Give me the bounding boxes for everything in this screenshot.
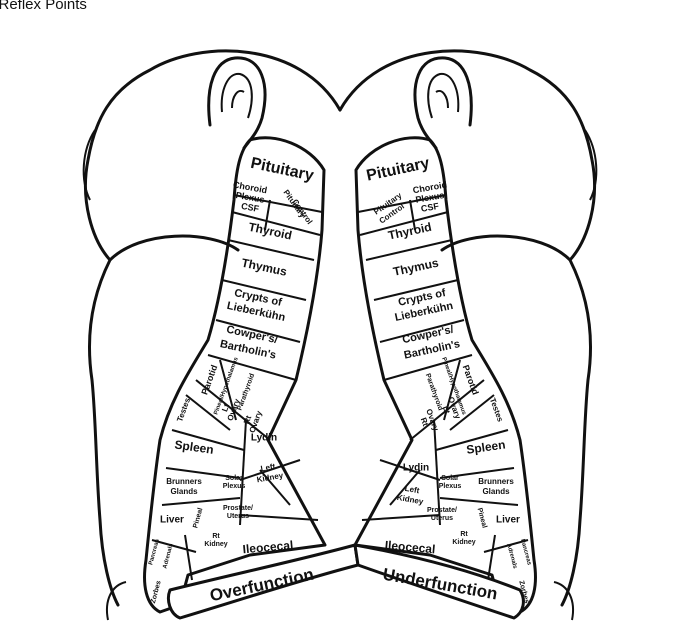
left-zorbes-label: Zorbes [150, 580, 163, 604]
right-rt-kidney-label-1: Rt [460, 531, 468, 538]
right-parotid-label: Parotid [461, 364, 481, 397]
right-testes-label: Testes [488, 397, 505, 424]
right-brunners-label-1: Brunners [478, 477, 514, 486]
left-choroid-plexus-label-3: CSF [240, 201, 260, 214]
left-pancreas-label: Pancreas [148, 538, 161, 566]
left-pituitary-control-label-2: Control [290, 198, 314, 226]
left-prostate-label-1: Prostate/ [223, 505, 253, 512]
overfunction-band: Overfunction [168, 545, 358, 618]
right-liver-label: Liver [496, 515, 520, 526]
left-parotid-label: Parotid [199, 364, 219, 397]
right-ear [415, 58, 471, 148]
right-choroid-plexus-label-3: CSF [420, 201, 440, 214]
left-prostate-label-2: Uterus [227, 513, 249, 520]
left-ear [209, 58, 265, 148]
head-outline [84, 51, 597, 620]
left-brunners-label-2: Glands [170, 487, 198, 496]
right-rt-kidney-label-2: Kidney [452, 539, 475, 546]
left-parathyroid-label: Parathyroid [236, 373, 256, 412]
left-lydin-label: Lydin [251, 433, 277, 444]
left-solar-plexus-label-1: Solar [225, 475, 243, 482]
right-parathyroid-label: Parathyroid [424, 373, 444, 412]
right-prostate-label-1: Prostate/ [427, 507, 457, 514]
left-pituitary-label: Pituitary [249, 155, 315, 185]
right-pituitary-label: Pituitary [365, 155, 431, 185]
left-thyroid-label: Thyroid [247, 220, 293, 243]
underfunction-band: Underfunction [355, 545, 523, 618]
right-prostate-label-2: Uterus [431, 515, 453, 522]
right-left-kidney-label-2: Kidney [396, 493, 424, 507]
left-testes-label: Testes [175, 396, 192, 423]
left-solar-plexus-label-2: Plexus [223, 483, 246, 490]
right-lydin-label: Lydin [403, 463, 429, 474]
left-thymus-label: Thymus [240, 256, 288, 279]
left-liver-label: Liver [160, 515, 184, 526]
right-pineal-label: Pineal [476, 507, 488, 529]
left-adrenals-label: Adrenals [162, 542, 175, 569]
left-brunners-label-1: Brunners [166, 477, 202, 486]
right-pancreas-label: Pancreas [519, 538, 532, 566]
right-thyroid-label: Thyroid [387, 220, 433, 243]
left-rt-kidney-label-2: Kidney [204, 541, 227, 548]
right-thymus-label: Thymus [392, 255, 440, 278]
right-solar-plexus-label-1: Solar [441, 475, 459, 482]
left-rt-ovary-label-2: Ovary [248, 409, 264, 434]
left-pineal-label: Pineal [192, 507, 204, 529]
right-brunners-label-2: Glands [482, 487, 510, 496]
right-solar-plexus-label-2: Plexus [439, 483, 462, 490]
left-ileocecal-label: Ileocecal [242, 538, 294, 556]
right-adrenals-label: Adrenals [505, 543, 518, 570]
left-rt-kidney-label-1: Rt [212, 533, 220, 540]
